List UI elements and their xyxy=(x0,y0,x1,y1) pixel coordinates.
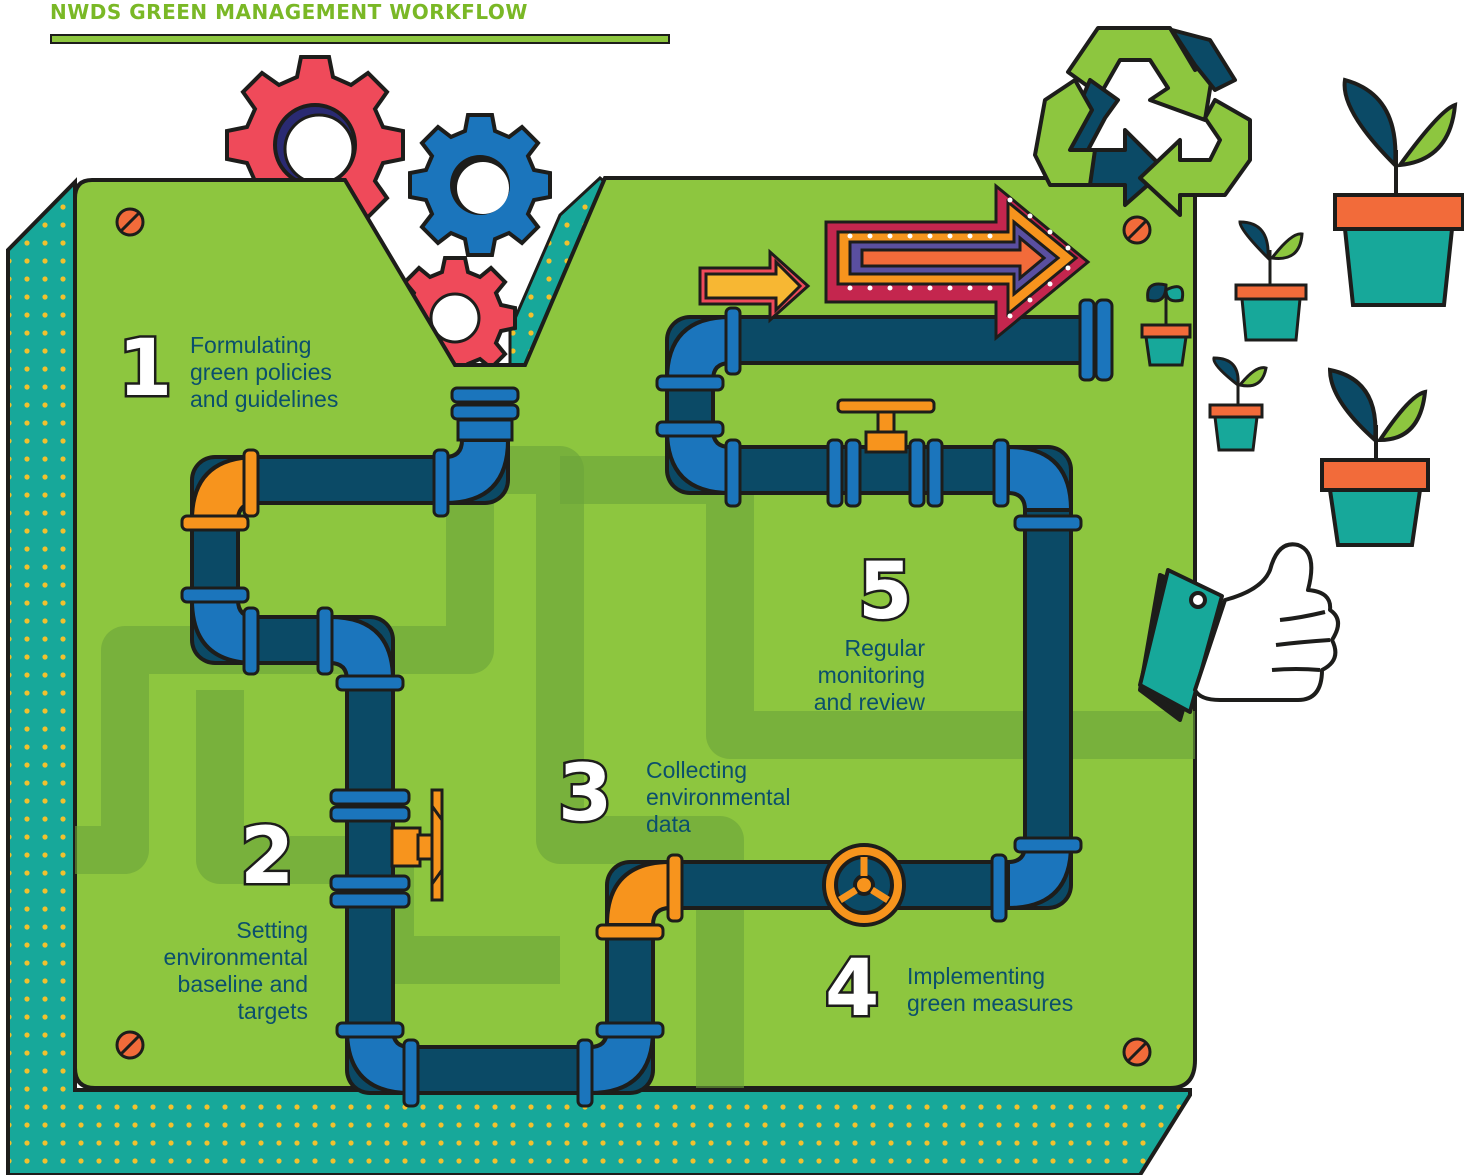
valve-icon xyxy=(836,398,936,454)
plant-pot-icon xyxy=(1333,77,1464,307)
step-1-label-line: green policies xyxy=(190,359,332,385)
arrow-icon xyxy=(698,248,811,324)
pipe-elbows xyxy=(189,314,1074,1096)
step-4-label: Implementing green measures xyxy=(907,963,1073,1017)
pipe-couplings xyxy=(180,298,1114,1108)
step-2-label-line: targets xyxy=(237,998,308,1024)
thumbs-up-icon xyxy=(1138,542,1340,722)
screw-icon xyxy=(1122,1037,1152,1067)
plant-pot-icon xyxy=(1140,282,1192,367)
step-2-number: 2 xyxy=(237,812,296,902)
screw-icon xyxy=(115,207,145,237)
step-2-label-line: baseline and xyxy=(177,971,308,997)
step-3-label-line: Collecting xyxy=(646,757,747,783)
step-4-number: 4 xyxy=(822,944,881,1034)
step-5-number: 5 xyxy=(855,547,914,637)
step-5-label: Regular monitoring and review xyxy=(760,635,925,716)
plant-pot-icon xyxy=(1208,356,1268,452)
step-1-label-line: Formulating xyxy=(190,332,312,358)
plant-pot-icon xyxy=(1234,220,1308,342)
step-3-number: 3 xyxy=(555,749,614,839)
step-3-label-line: data xyxy=(646,811,691,837)
title-underline xyxy=(50,34,670,44)
step-1-number: 1 xyxy=(115,324,174,414)
step-5-label-line: and review xyxy=(813,689,925,715)
plant-pot-icon xyxy=(1320,367,1430,547)
step-3-label: Collecting environmental data xyxy=(646,757,790,838)
screw-icon xyxy=(115,1030,145,1060)
recycle-icon xyxy=(1033,26,1252,217)
step-3-label-line: environmental xyxy=(646,784,791,810)
step-2-label: Setting environmental baseline and targe… xyxy=(140,917,308,1025)
page-title: NWDS GREEN MANAGEMENT WORKFLOW xyxy=(50,0,528,24)
arrow-icon xyxy=(824,182,1091,342)
step-1-label-line: and guidelines xyxy=(190,386,339,412)
step-4-label-line: Implementing xyxy=(907,963,1046,989)
step-2-label-line: Setting xyxy=(236,917,308,943)
step-4-label-line: green measures xyxy=(907,990,1074,1016)
valve-icon xyxy=(822,843,906,927)
step-2-label-line: environmental xyxy=(163,944,308,970)
step-5-label-line: monitoring xyxy=(817,662,925,688)
gear-icon xyxy=(408,113,552,257)
screw-icon xyxy=(1122,215,1152,245)
step-1-label: Formulating green policies and guideline… xyxy=(190,332,338,413)
valve-icon xyxy=(390,788,444,902)
step-5-label-line: Regular xyxy=(844,635,925,661)
